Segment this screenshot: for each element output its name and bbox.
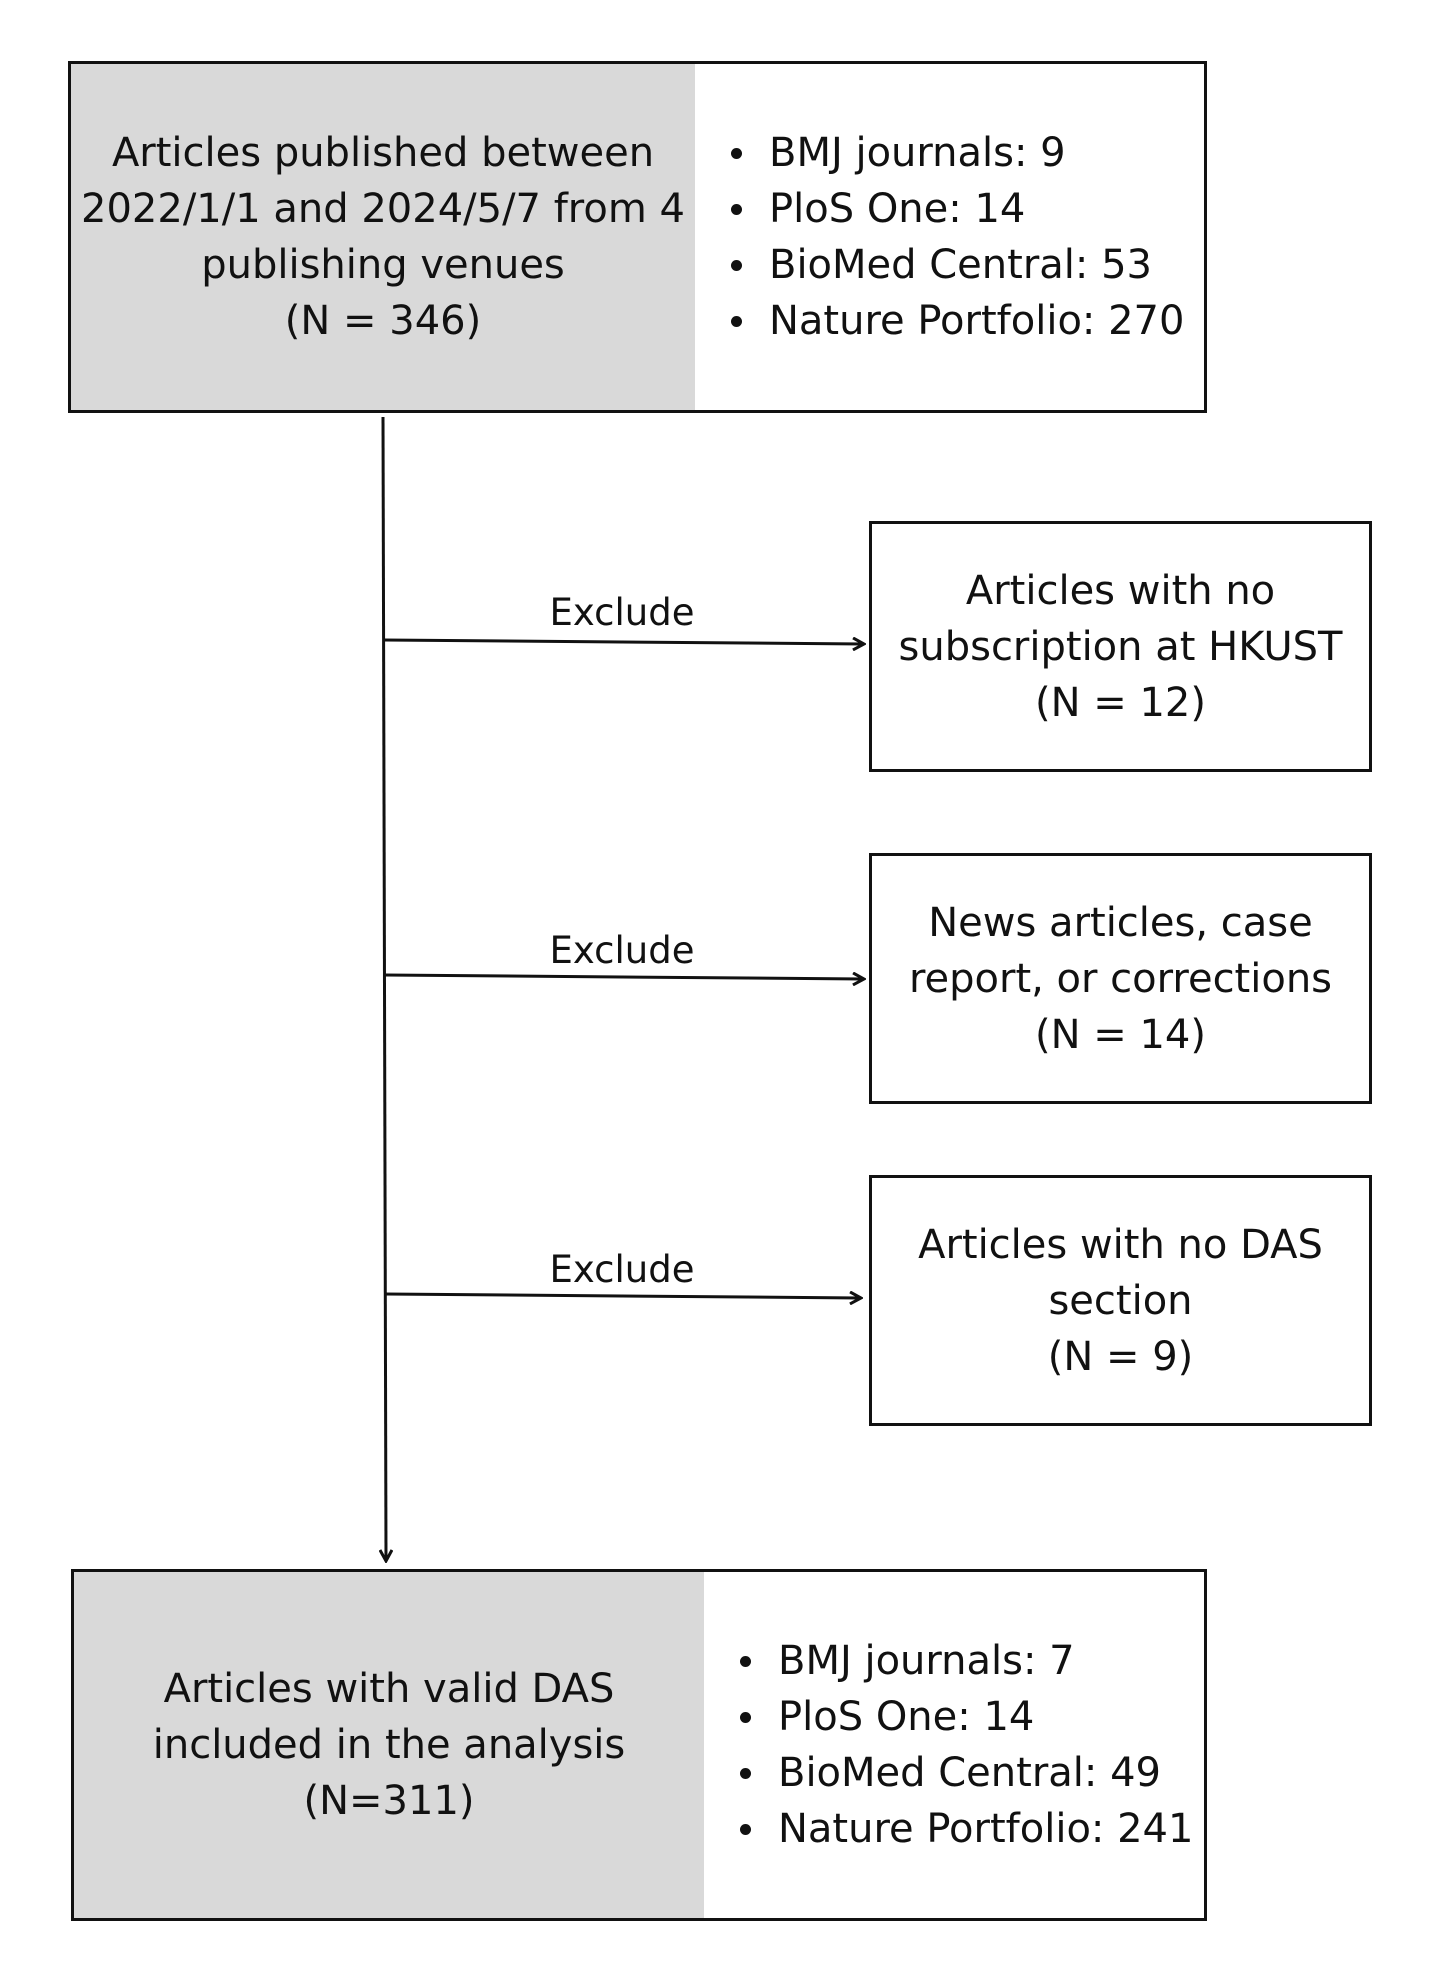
- main-flow-line: [383, 416, 386, 1560]
- initial-count: (N = 346): [284, 298, 482, 344]
- exclusion-text-line: Articles with no DAS: [918, 1221, 1323, 1268]
- venue-item: BioMed Central: 49: [740, 1745, 1193, 1801]
- exclusion-text-line: Articles with no: [965, 567, 1276, 614]
- initial-title-line: 2022/1/1 and 2024/5/7 from 4: [81, 186, 685, 232]
- included-venue-breakdown: BMJ journals: 7 PloS One: 14 BioMed Cent…: [704, 1572, 1204, 1918]
- included-articles-box: Articles with valid DAS included in the …: [71, 1569, 1207, 1921]
- exclusion-text-line: section: [1048, 1277, 1193, 1324]
- exclude-arrow-1: [383, 640, 863, 644]
- venue-item: BioMed Central: 53: [731, 237, 1184, 293]
- exclusion-box-no-subscription: Articles with no subscription at HKUST (…: [869, 521, 1372, 772]
- exclusion-text-line: report, or corrections: [908, 955, 1333, 1002]
- venue-item: PloS One: 14: [731, 181, 1184, 237]
- venue-item: BMJ journals: 7: [740, 1633, 1193, 1689]
- venue-item: Nature Portfolio: 241: [740, 1801, 1193, 1857]
- initial-articles-box: Articles published between 2022/1/1 and …: [68, 61, 1207, 413]
- included-count: (N=311): [303, 1778, 475, 1824]
- exclusion-count: (N = 12): [1035, 679, 1206, 726]
- exclude-label-2: Exclude: [549, 929, 695, 972]
- initial-title-line: Articles published between: [111, 130, 655, 176]
- initial-title-line: publishing venues: [201, 242, 565, 288]
- included-title-line: Articles with valid DAS: [163, 1666, 615, 1712]
- included-title-line: included in the analysis: [152, 1722, 626, 1768]
- venue-item: Nature Portfolio: 270: [731, 293, 1184, 349]
- venue-item: BMJ journals: 9: [731, 125, 1184, 181]
- exclusion-count: (N = 9): [1047, 1333, 1194, 1380]
- venue-item: PloS One: 14: [740, 1689, 1193, 1745]
- included-venue-list: BMJ journals: 7 PloS One: 14 BioMed Cent…: [740, 1633, 1193, 1857]
- initial-venue-list: BMJ journals: 9 PloS One: 14 BioMed Cent…: [731, 125, 1184, 349]
- included-articles-summary: Articles with valid DAS included in the …: [74, 1572, 704, 1918]
- exclude-arrow-2: [383, 975, 863, 979]
- initial-articles-summary: Articles published between 2022/1/1 and …: [71, 64, 695, 410]
- exclusion-count: (N = 14): [1035, 1011, 1206, 1058]
- exclusion-text-line: News articles, case: [928, 899, 1313, 946]
- exclude-label-1: Exclude: [549, 591, 695, 634]
- exclude-arrow-3: [384, 1294, 860, 1298]
- exclude-label-3: Exclude: [549, 1248, 695, 1291]
- exclusion-box-no-das: Articles with no DAS section (N = 9): [869, 1175, 1372, 1426]
- initial-venue-breakdown: BMJ journals: 9 PloS One: 14 BioMed Cent…: [695, 64, 1204, 410]
- exclusion-text-line: subscription at HKUST: [898, 623, 1343, 670]
- exclusion-box-news-corrections: News articles, case report, or correctio…: [869, 853, 1372, 1104]
